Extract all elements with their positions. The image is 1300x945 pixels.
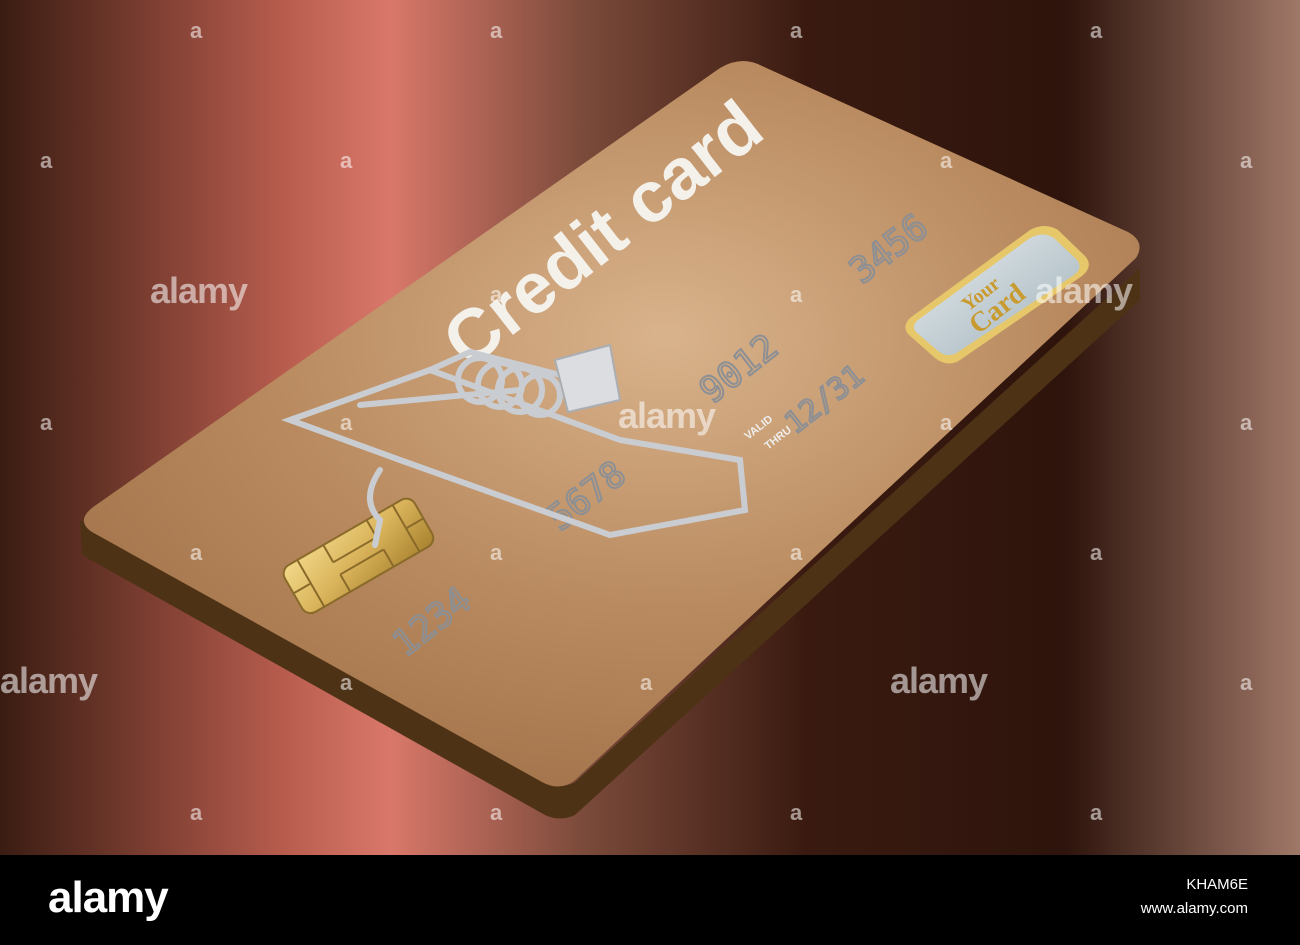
chip-icon	[282, 497, 435, 615]
watermark-mark: a	[1090, 18, 1103, 43]
footer-info: KHAM6E www.alamy.com	[1141, 873, 1248, 921]
watermark-mark: a	[340, 670, 353, 695]
watermark-mark: a	[790, 540, 803, 565]
card-face	[83, 60, 1140, 787]
watermark-mark: a	[190, 18, 203, 43]
watermark-text: alamy	[618, 395, 716, 436]
watermark-text: alamy	[150, 270, 248, 311]
watermark-mark: a	[1240, 410, 1253, 435]
card-illustration: Credit card 1234 5678 9012 3456 VALID TH…	[0, 0, 1300, 855]
watermark-mark: a	[190, 800, 203, 825]
watermark-text: alamy	[1035, 270, 1133, 311]
watermark-mark: a	[940, 410, 953, 435]
card-edge	[80, 268, 1140, 819]
watermark-mark: a	[1090, 800, 1103, 825]
watermark-mark: a	[640, 670, 653, 695]
watermark-mark: a	[490, 540, 503, 565]
card-brand-logo: Your Card	[905, 226, 1089, 364]
watermark-mark: a	[490, 18, 503, 43]
watermark-mark: a	[790, 800, 803, 825]
watermark-mark: a	[1240, 148, 1253, 173]
watermark-mark: a	[40, 148, 53, 173]
watermark-mark: a	[1090, 540, 1103, 565]
watermark-text: alamy	[0, 660, 98, 701]
photo-scene: Credit card 1234 5678 9012 3456 VALID TH…	[0, 0, 1300, 855]
watermark-mark: a	[190, 540, 203, 565]
image-id: KHAM6E	[1186, 876, 1248, 893]
watermark-mark: a	[790, 18, 803, 43]
watermark-text: alamy	[890, 660, 988, 701]
watermark-mark: a	[490, 800, 503, 825]
watermark-mark: a	[1240, 670, 1253, 695]
watermark-mark: a	[40, 410, 53, 435]
watermark-mark: a	[340, 148, 353, 173]
mousetrap	[281, 343, 749, 548]
watermark-mark: a	[490, 282, 503, 307]
watermark-mark: a	[790, 282, 803, 307]
footer-url[interactable]: www.alamy.com	[1140, 900, 1248, 917]
watermark-mark: a	[940, 148, 953, 173]
footer-bar: alamy KHAM6E www.alamy.com	[0, 855, 1300, 945]
watermark-mark: a	[340, 410, 353, 435]
footer-brand-logo[interactable]: alamy	[48, 873, 169, 922]
